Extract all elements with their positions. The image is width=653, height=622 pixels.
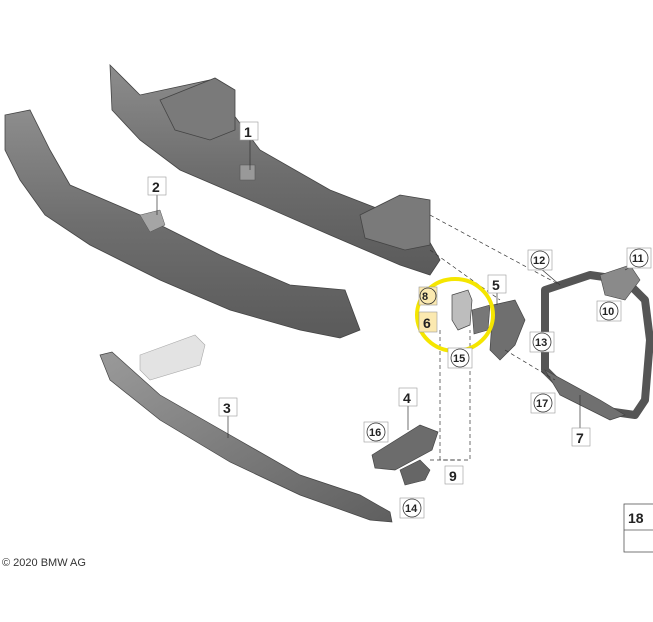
callout-10-label: 10: [602, 306, 614, 318]
callout-4-label: 4: [403, 390, 411, 406]
callout-12-label: 12: [533, 255, 545, 267]
leader-lines: [429, 214, 561, 461]
callout-1[interactable]: 1: [239, 121, 259, 141]
callout-5[interactable]: 5: [487, 274, 507, 294]
callout-7-label: 7: [576, 430, 584, 446]
callout-18[interactable]: 18: [623, 503, 653, 553]
callout-9[interactable]: 9: [444, 465, 464, 485]
callout-13-label: 13: [535, 337, 547, 349]
callout-13[interactable]: 13: [529, 331, 555, 353]
callout-1-label: 1: [244, 124, 252, 140]
callout-10[interactable]: 10: [596, 300, 622, 322]
callout-4[interactable]: 4: [398, 387, 418, 407]
part-5-mount: [489, 299, 526, 361]
callout-3[interactable]: 3: [218, 397, 238, 417]
part-1-carrier-beam: [109, 63, 441, 276]
callout-17[interactable]: 17: [530, 392, 556, 414]
callout-2-label: 2: [152, 179, 160, 195]
copyright-text: © 2020 BMW AG: [2, 557, 86, 569]
callout-7[interactable]: 7: [571, 427, 591, 447]
callout-8-label: 8: [422, 291, 428, 303]
part-2-energy-absorber: [4, 109, 361, 339]
callout-17-label: 17: [536, 398, 548, 410]
callout-2[interactable]: 2: [147, 176, 167, 196]
callout-3-label: 3: [223, 400, 231, 416]
callout-15-label: 15: [453, 353, 465, 365]
part-11-bracket: [599, 264, 641, 301]
part-6-bracket: [451, 289, 491, 335]
callout-6-label: 6: [423, 315, 431, 331]
callout-15[interactable]: 15: [447, 347, 473, 369]
callout-6[interactable]: 6: [418, 311, 438, 333]
part-9-clip: [399, 459, 431, 486]
part-4-bracket: [371, 424, 439, 471]
callout-14[interactable]: 14: [399, 497, 425, 519]
callout-11-label: 11: [632, 253, 644, 265]
callout-12[interactable]: 12: [527, 249, 553, 271]
part-3-lower-strip: [99, 334, 393, 523]
callout-11[interactable]: 11: [626, 247, 652, 269]
callout-5-label: 5: [492, 277, 500, 293]
callout-8[interactable]: 8: [418, 286, 438, 306]
callout-14-label: 14: [405, 503, 418, 515]
callout-16-label: 16: [369, 427, 381, 439]
callout-9-label: 9: [449, 468, 457, 484]
part-7-frame: [541, 271, 653, 421]
callout-16[interactable]: 16: [363, 421, 389, 443]
callout-18-label: 18: [628, 510, 644, 526]
